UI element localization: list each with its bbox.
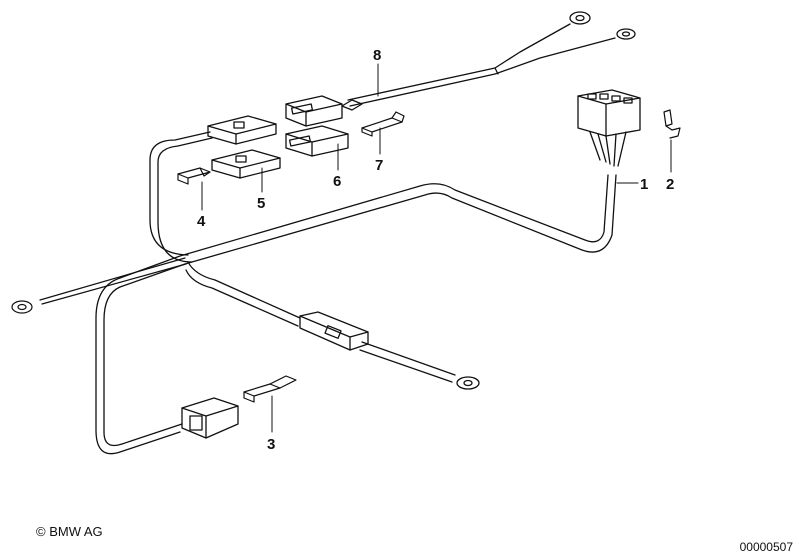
callout-labels: 1 2 3 4 5 6 7 8 bbox=[197, 47, 674, 453]
plug-8 bbox=[285, 95, 363, 127]
left-ground-wire bbox=[11, 257, 187, 314]
upper-eyelet-terminal-a bbox=[569, 11, 591, 25]
callout-5: 5 bbox=[257, 195, 265, 212]
terminal-4 bbox=[177, 167, 211, 185]
terminal-2 bbox=[663, 109, 681, 139]
upper-eyelet-terminal-b bbox=[616, 28, 636, 40]
upper-branch-cable bbox=[149, 131, 213, 263]
lower-branch-cable bbox=[185, 261, 480, 390]
callout-2: 2 bbox=[666, 176, 674, 193]
terminal-3 bbox=[243, 375, 297, 403]
callout-4: 4 bbox=[197, 213, 206, 230]
left-loop-cable bbox=[95, 277, 183, 455]
callout-7: 7 bbox=[375, 157, 383, 174]
main-harness-cable bbox=[119, 174, 617, 288]
callout-8: 8 bbox=[373, 47, 381, 64]
callout-1: 1 bbox=[640, 176, 648, 193]
plug-lower-left bbox=[181, 397, 239, 439]
left-eyelet-terminal bbox=[11, 300, 33, 314]
plug-5-upper bbox=[207, 115, 277, 145]
diagram-number: 00000507 bbox=[739, 540, 793, 554]
upper-right-cable bbox=[347, 11, 636, 107]
callout-6: 6 bbox=[333, 173, 341, 190]
connector-block-1 bbox=[577, 89, 641, 167]
lower-eyelet-terminal bbox=[456, 376, 480, 390]
plug-5 bbox=[211, 149, 281, 179]
terminal-7 bbox=[361, 111, 405, 137]
callout-3: 3 bbox=[267, 436, 275, 453]
leader-lines bbox=[201, 63, 672, 433]
plug-6 bbox=[285, 125, 349, 157]
copyright-label: © BMW AG bbox=[36, 524, 103, 539]
inline-connector bbox=[299, 311, 369, 351]
